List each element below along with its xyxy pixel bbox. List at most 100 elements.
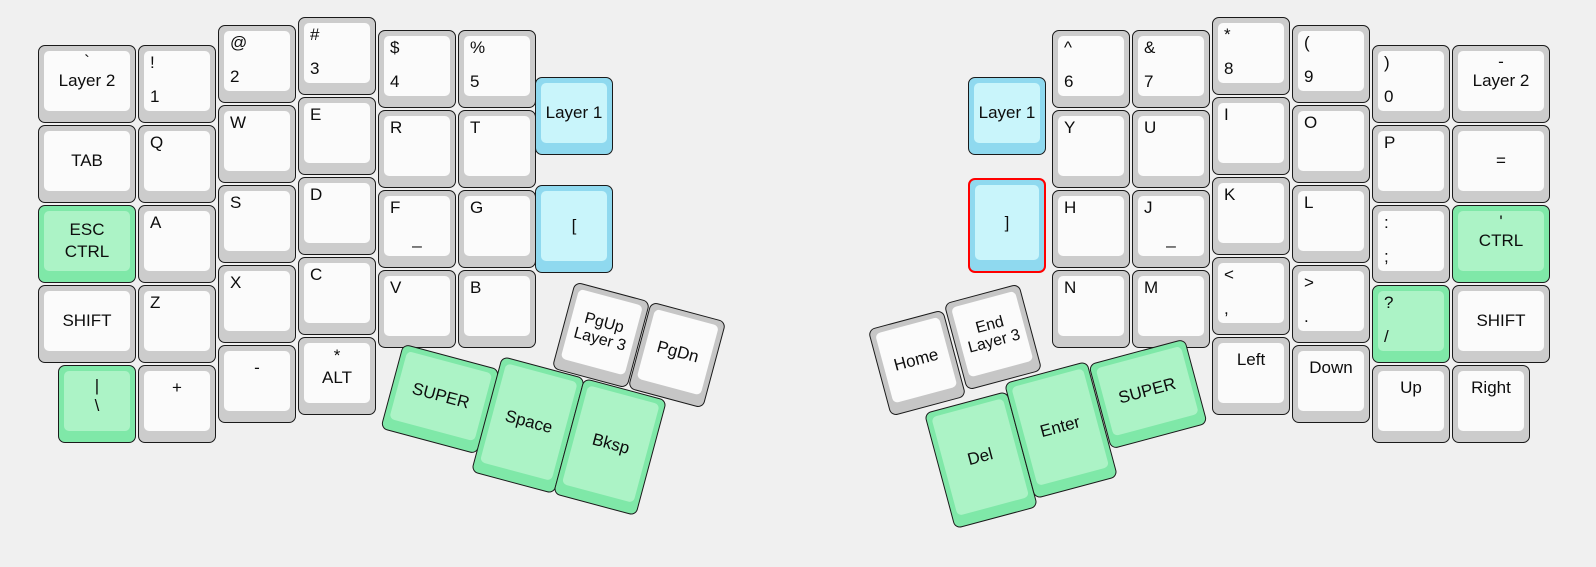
keycap: S [224,191,290,251]
key-arrow-down[interactable]: Down [1292,345,1370,423]
key-legend-top: H [1064,198,1077,217]
key-shift-right[interactable]: SHIFT [1452,285,1550,363]
key-slash-question[interactable]: ? / [1372,285,1450,363]
key-legend-top: ESC [69,220,105,239]
key-shift-left[interactable]: SHIFT [38,285,136,363]
key-k[interactable]: K [1212,177,1290,255]
key-legend-main: 9 [1304,67,1314,87]
key-d[interactable]: D [298,177,376,255]
key-legend-top: ( [1304,33,1310,52]
keycap: Y [1058,116,1124,176]
key-bracket-right[interactable]: ] [968,178,1046,273]
key-arrow-right[interactable]: Right [1452,365,1530,443]
key-1-exclaim[interactable]: ! 1 [138,45,216,123]
key-plus[interactable]: + [138,365,216,443]
key-m[interactable]: M [1132,270,1210,348]
key-5-percent[interactable]: % 5 [458,30,536,108]
key-legend-main: \ [94,396,100,415]
key-minus-left[interactable]: - [218,345,296,423]
key-o[interactable]: O [1292,105,1370,183]
key-legend-main: CTRL [1478,231,1524,251]
key-legend-main: , [1224,299,1229,319]
key-layer2-minus[interactable]: - Layer 2 [1452,45,1550,123]
keycap: ` Layer 2 [44,51,130,111]
key-3-hash[interactable]: # 3 [298,17,376,95]
keycap: $ 4 [384,36,450,96]
keycap: D [304,183,370,243]
key-b[interactable]: B [458,270,536,348]
key-0-parenright[interactable]: ) 0 [1372,45,1450,123]
keycap: ] [975,185,1039,260]
key-esc-ctrl[interactable]: ESC CTRL [38,205,136,283]
key-x[interactable]: X [218,265,296,343]
key-h[interactable]: H [1052,190,1130,268]
key-g[interactable]: G [458,190,536,268]
keycap: Left [1218,343,1284,403]
key-legend-main: 5 [470,72,480,92]
key-t[interactable]: T [458,110,536,188]
key-legend-top: - [1498,52,1504,71]
key-legend-main: Bksp [590,429,632,458]
key-u[interactable]: U [1132,110,1210,188]
keycap: X [224,271,290,331]
key-legend-top: C [310,265,323,284]
key-arrow-up[interactable]: Up [1372,365,1450,443]
key-bracket-left[interactable]: [ [535,185,613,273]
key-ctrl-quote[interactable]: ' CTRL [1452,205,1550,283]
key-pipe-backslash[interactable]: | \ [58,365,136,443]
keycap: K [1218,183,1284,243]
key-s[interactable]: S [218,185,296,263]
key-r[interactable]: R [378,110,456,188]
keycap: & 7 [1138,36,1204,96]
homing-bar-indicator: _ [1166,229,1176,249]
key-f[interactable]: F _ [378,190,456,268]
keycap: ^ 6 [1058,36,1124,96]
key-tab[interactable]: TAB [38,125,136,203]
key-arrow-left[interactable]: Left [1212,337,1290,415]
key-a[interactable]: A [138,205,216,283]
key-layer2-grave[interactable]: ` Layer 2 [38,45,136,123]
key-comma-less[interactable]: < , [1212,257,1290,335]
keycap: * 8 [1218,23,1284,83]
keycap: SUPER [389,350,493,442]
key-equals[interactable]: = [1452,125,1550,203]
keycap: L [1298,191,1364,251]
key-4-dollar[interactable]: $ 4 [378,30,456,108]
key-l[interactable]: L [1292,185,1370,263]
key-v[interactable]: V [378,270,456,348]
key-7-ampersand[interactable]: & 7 [1132,30,1210,108]
key-8-asterisk[interactable]: * 8 [1212,17,1290,95]
key-legend-main: Home [891,344,941,375]
key-2-at[interactable]: @ 2 [218,25,296,103]
key-legend-top: E [310,105,322,124]
keycap: : ; [1378,211,1444,271]
key-legend-top: Q [150,133,164,152]
key-e[interactable]: E [298,97,376,175]
key-w[interactable]: W [218,105,296,183]
key-i[interactable]: I [1212,97,1290,175]
key-c[interactable]: C [298,257,376,335]
keycap: Z [144,291,210,351]
key-alt-asterisk[interactable]: * ALT [298,337,376,415]
key-z[interactable]: Z [138,285,216,363]
keycap: B [464,276,530,336]
key-legend-main: Enter [1038,412,1083,442]
key-y[interactable]: Y [1052,110,1130,188]
key-period-greater[interactable]: > . [1292,265,1370,343]
key-layer1-right[interactable]: Layer 1 [968,77,1046,155]
keycap: M [1138,276,1204,336]
key-layer1-left[interactable]: Layer 1 [535,77,613,155]
keycap: TAB [44,131,130,191]
key-6-caret[interactable]: ^ 6 [1052,30,1130,108]
key-j[interactable]: J _ [1132,190,1210,268]
key-legend-top: V [390,278,402,297]
key-legend-main: ; [1384,247,1389,267]
key-legend-top: L [1304,193,1314,212]
key-q[interactable]: Q [138,125,216,203]
keycap: Q [144,131,210,191]
key-9-parenleft[interactable]: ( 9 [1292,25,1370,103]
key-semicolon-colon[interactable]: : ; [1372,205,1450,283]
key-legend-main: CTRL [64,242,110,261]
key-n[interactable]: N [1052,270,1130,348]
key-p[interactable]: P [1372,125,1450,203]
